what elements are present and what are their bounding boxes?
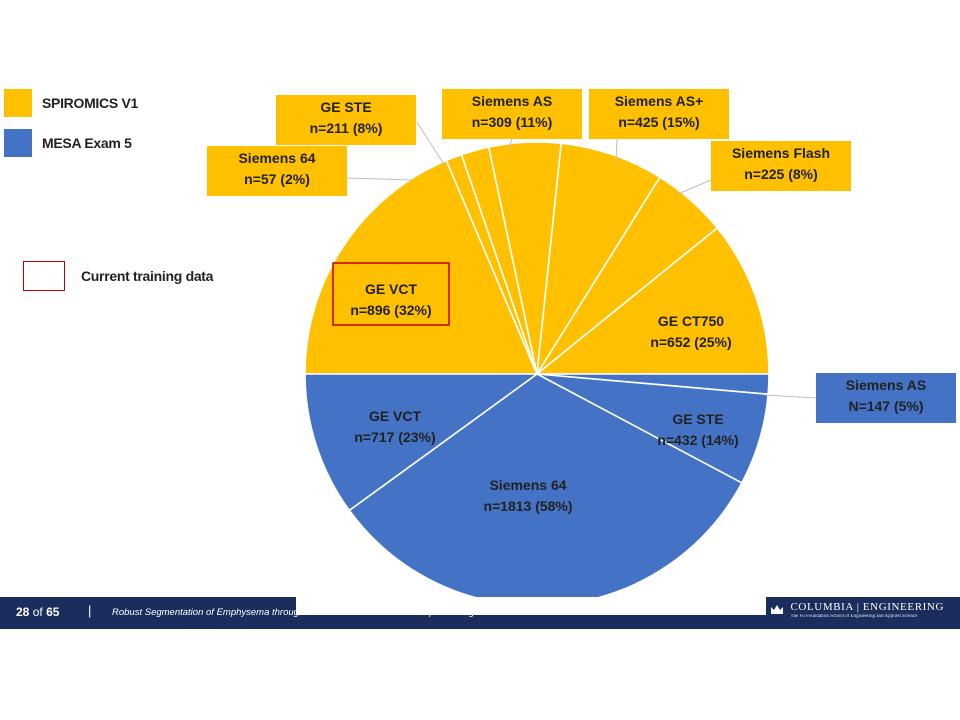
legend-label-mesa: MESA Exam 5 [42,135,132,151]
columbia-engineering-logo: COLUMBIA | ENGINEERING The Fu Foundation… [770,601,944,619]
logo-sub-text: The Fu Foundation School of Engineering … [790,614,918,619]
legend-label-training: Current training data [81,268,214,284]
crown-icon [771,605,784,614]
slice-label-spiromics-v1-ge-ct750-name: GE CT750 [658,313,724,329]
slice-label-mesa-exam-5-siemens-64-name: Siemens 64 [489,477,566,493]
slice-label-mesa-exam-5-ge-vct-name: GE VCT [369,408,422,424]
legend-swatch-spiromics [4,89,32,117]
legend-swatch-training [23,261,65,291]
pie-slice-spiromics-v1-ge-ct750 [534,226,770,375]
slice-label-spiromics-v1-siemens-flash-box [711,141,851,191]
pie-slice-spiromics-v1-siemens-as [536,142,662,375]
page-total: 65 [46,605,60,619]
slice-label-spiromics-v1-siemens-as-value: n=425 (15%) [618,114,699,130]
slice-label-spiromics-v1-siemens-as-box [589,89,729,139]
legend-training-data: Current training data [23,261,213,291]
legend-swatch-mesa [4,129,32,157]
slice-label-spiromics-v1-siemens-as-leader-line [507,138,513,151]
slice-label-spiromics-v1-ge-ste-box [276,95,416,145]
slice-label-spiromics-v1-ge-vct-name: GE VCT [365,281,418,297]
slice-label-mesa-exam-5-siemens-as-name: Siemens AS [846,377,926,393]
page-of: of [32,605,43,619]
legend-spiromics: SPIROMICS V1 [4,89,138,117]
slice-label-mesa-exam-5-siemens-as-leader-line [764,394,817,399]
slice-label-mesa-exam-5-ge-ste-value: n=432 (14%) [657,432,738,448]
page-current: 28 [16,605,30,619]
slice-label-mesa-exam-5-siemens-64-value: n=1813 (58%) [483,498,572,514]
footer-gap [296,597,766,615]
slice-label-spiromics-v1-ge-ste-value: n=211 (8%) [310,120,383,136]
slice-label-spiromics-v1-siemens-flash-leader-line [677,179,712,195]
slice-label-mesa-exam-5-siemens-as-box [816,373,956,423]
presentation-title: Robust Segmentation of Emphysema through… [112,607,475,618]
slice-label-spiromics-v1-siemens-64-box [207,146,347,196]
slice-label-spiromics-v1-siemens-as-name: Siemens AS+ [615,93,704,109]
slice-label-spiromics-v1-ge-ct750-value: n=652 (25%) [650,334,731,350]
legend-mesa: MESA Exam 5 [4,129,132,157]
slice-label-spiromics-v1-siemens-as-box [442,89,582,139]
slice-label-mesa-exam-5-ge-ste-name: GE STE [672,411,723,427]
slice-label-spiromics-v1-siemens-64-leader-line [346,177,413,181]
training-data-highlight [332,262,450,326]
slice-label-spiromics-v1-ge-vct-value: n=896 (32%) [350,302,431,318]
logo-main-text: COLUMBIA | ENGINEERING [790,601,944,613]
slice-label-spiromics-v1-siemens-64-value: n=57 (2%) [244,171,310,187]
slice-label-spiromics-v1-siemens-flash-name: Siemens Flash [732,145,830,161]
slice-label-spiromics-v1-siemens-64-name: Siemens 64 [238,150,315,166]
slice-label-spiromics-v1-siemens-flash-value: n=225 (8%) [744,166,818,182]
legend-label-spiromics: SPIROMICS V1 [42,95,138,111]
slice-label-spiromics-v1-siemens-as-value: n=309 (11%) [472,114,553,130]
slice-label-mesa-exam-5-siemens-as-value: N=147 (5%) [848,398,923,414]
slice-label-spiromics-v1-ge-ste-name: GE STE [320,99,371,115]
slice-label-spiromics-v1-siemens-as-leader-line [615,138,618,163]
slice-label-mesa-exam-5-ge-vct-value: n=717 (23%) [354,429,435,445]
footer-bar: 28 of 65 | Robust Segmentation of Emphys… [0,597,960,629]
footer-separator: | [88,603,92,618]
slice-label-spiromics-v1-siemens-as-name: Siemens AS [472,93,552,109]
slice-label-spiromics-v1-ge-ste-leader-line [416,121,446,167]
pie-slice-spiromics-v1-ge-vct [304,159,539,375]
pie-slice-mesa-exam-5-ge-vct [304,373,540,512]
page-number: 28 of 65 [16,605,59,619]
